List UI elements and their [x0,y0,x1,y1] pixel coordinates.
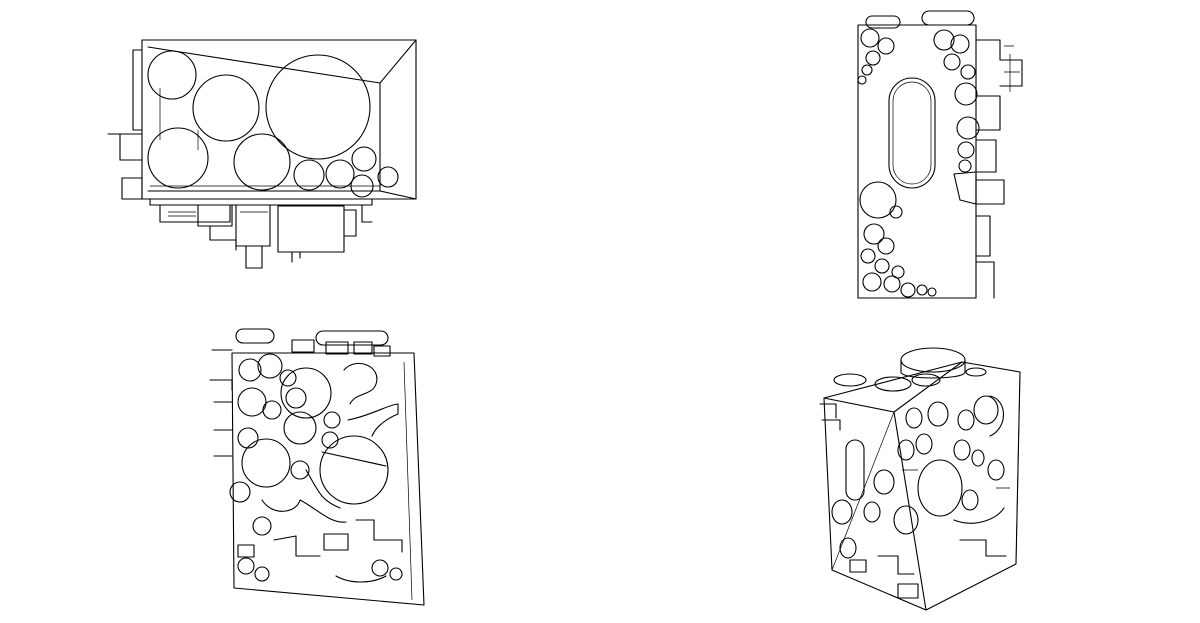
side-view [857,10,1023,299]
isometric-view [819,347,1021,611]
top-view [107,39,417,269]
front-view [209,328,425,606]
